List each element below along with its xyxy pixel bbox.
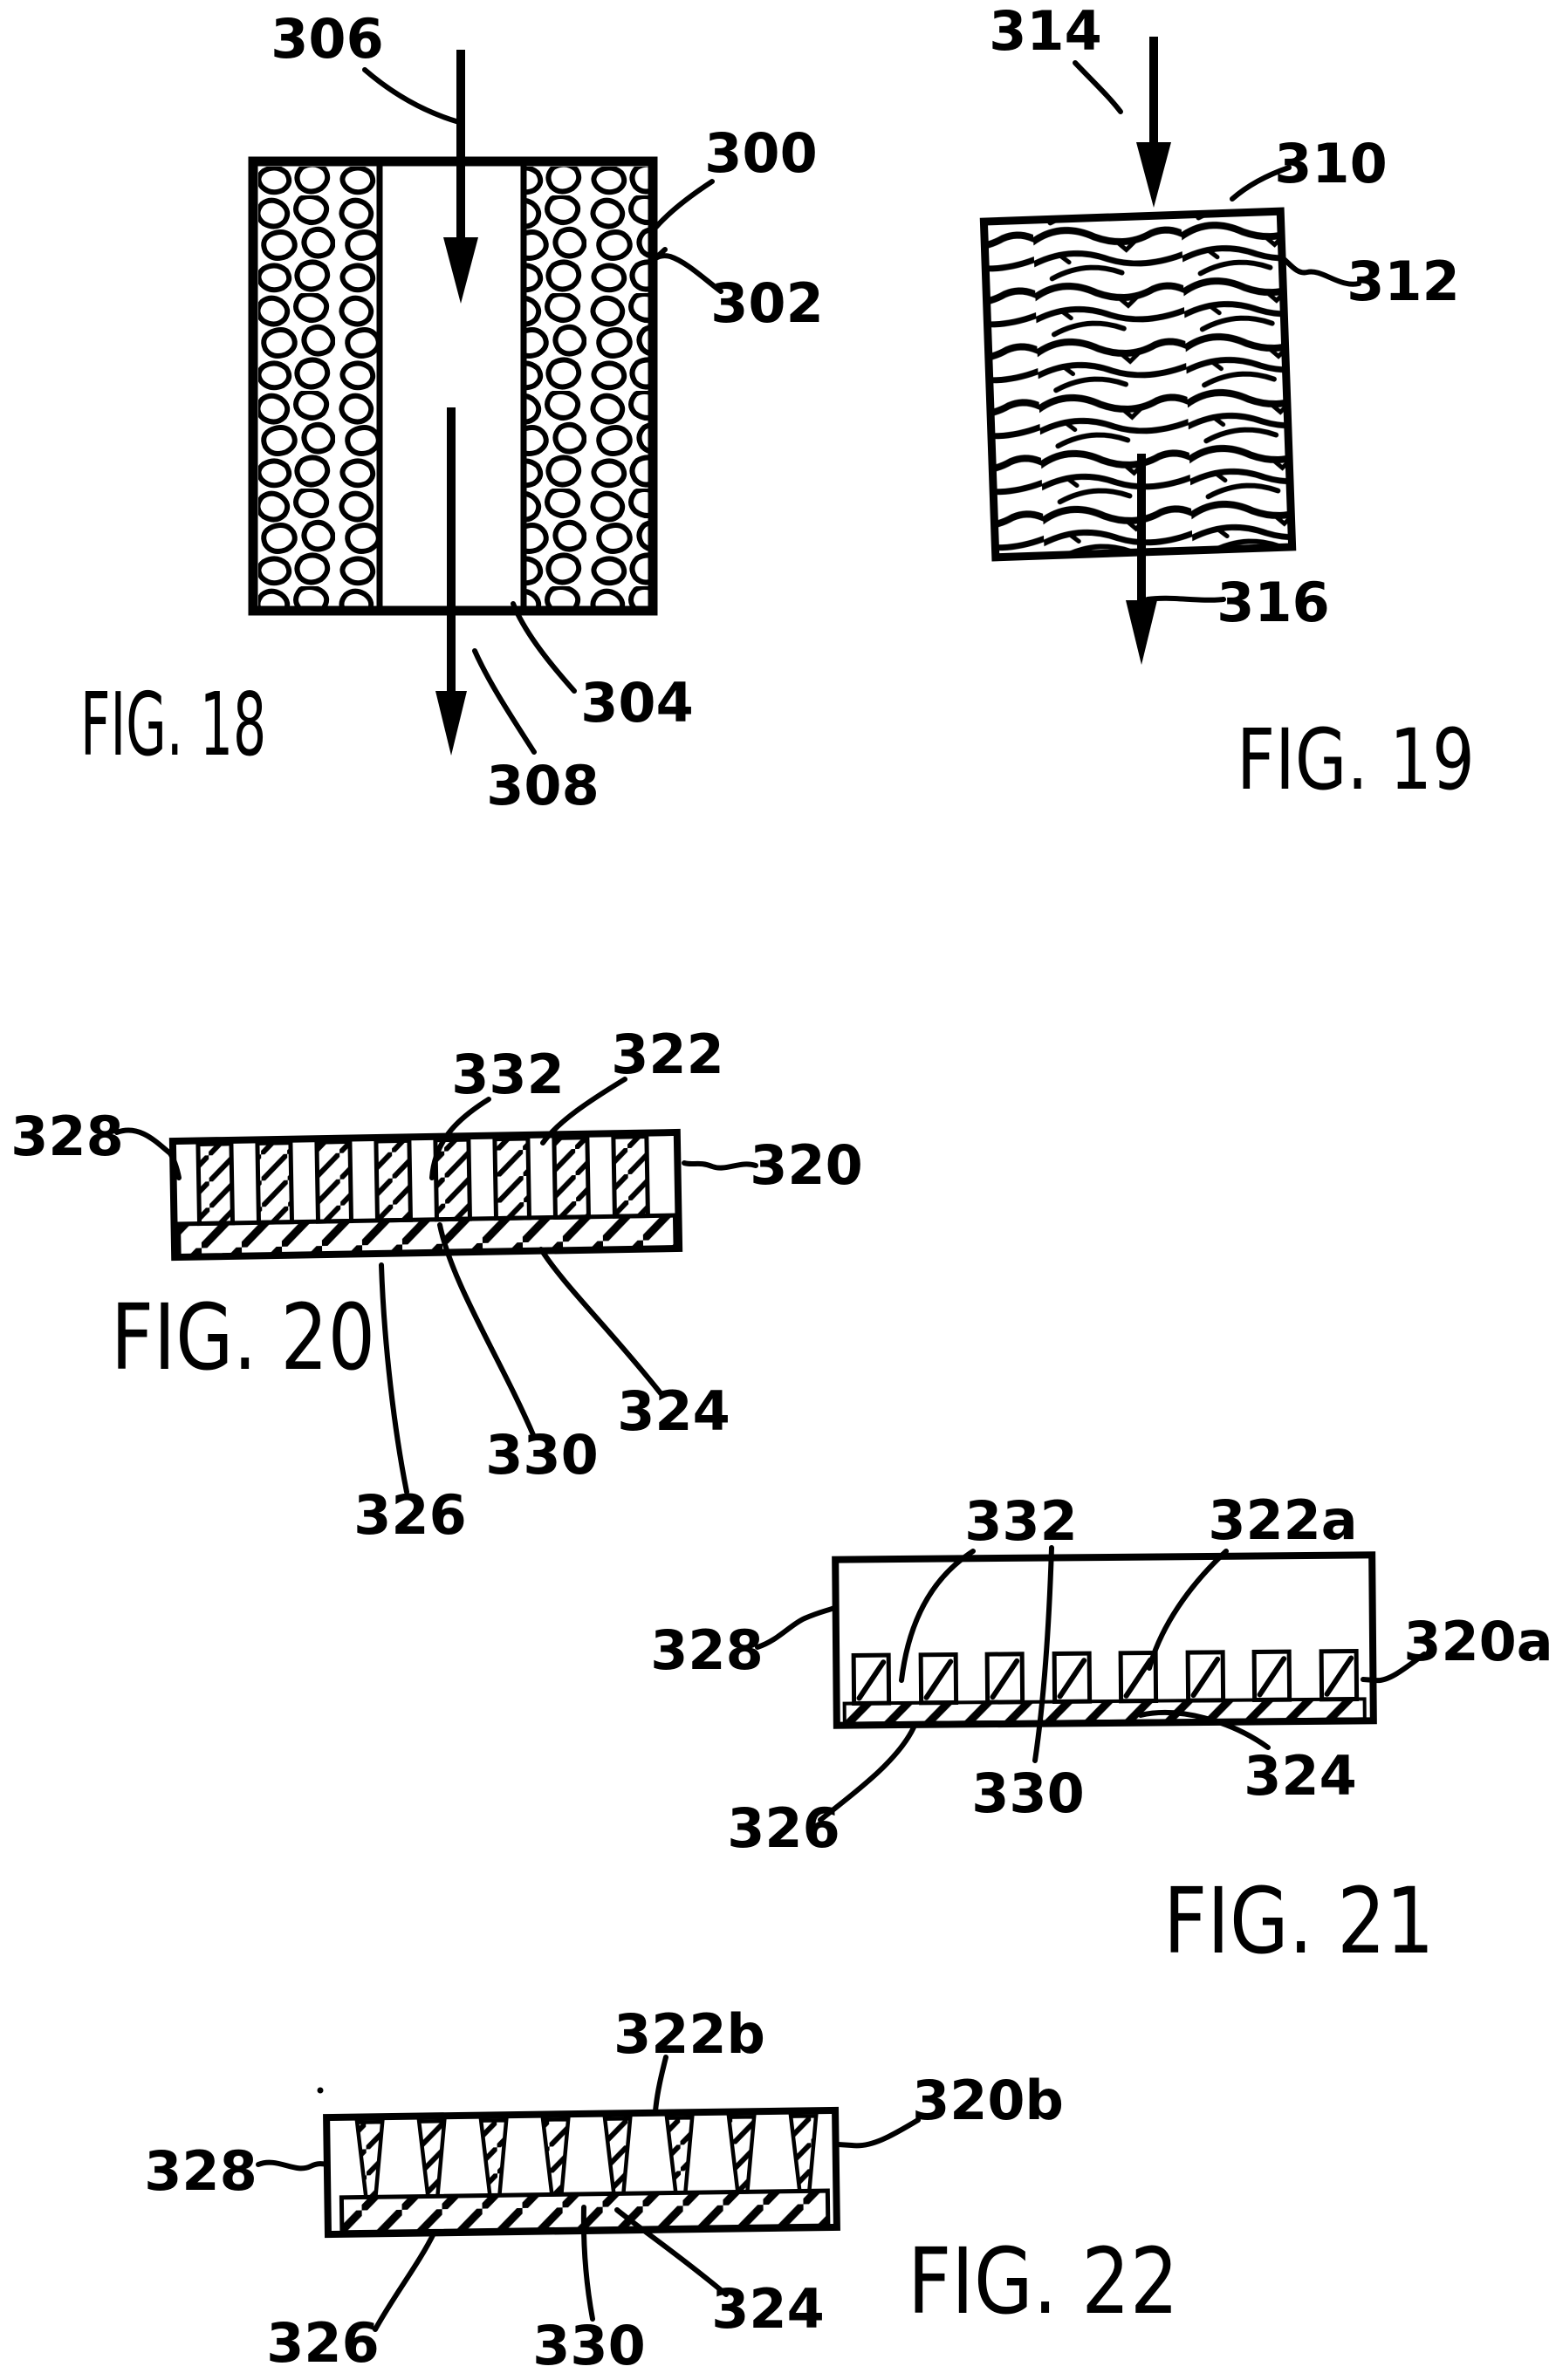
fig21-ref-324: 324 bbox=[1244, 1744, 1357, 1808]
fig20-pillar bbox=[314, 1139, 354, 1224]
fig18-porous-column-right bbox=[524, 167, 648, 606]
fig22-group bbox=[323, 2106, 840, 2239]
fig18-outlet-arrow bbox=[435, 407, 467, 756]
fig21-tooth-hatch bbox=[1257, 1656, 1287, 1698]
fig18-inlet-arrow bbox=[443, 50, 478, 304]
fig22-leader-326 bbox=[373, 2229, 437, 2332]
fig18-ref-308: 308 bbox=[486, 754, 600, 817]
fig22-ref-330: 330 bbox=[532, 2314, 646, 2377]
fig21-tooth-hatch bbox=[1123, 1657, 1154, 1699]
fig20-leader-332 bbox=[429, 1097, 491, 1180]
fig22-ref-320b: 320b bbox=[912, 2069, 1064, 2132]
fig21-leader-332 bbox=[899, 1549, 976, 1683]
fig21-ref-322a: 322a bbox=[1208, 1488, 1358, 1552]
fig19-ref-316: 316 bbox=[1217, 571, 1330, 634]
fig20-ref-330: 330 bbox=[485, 1423, 599, 1487]
fig20-base-plate bbox=[175, 1213, 678, 1259]
fig19-group bbox=[979, 37, 1361, 665]
fig21-leader-326 bbox=[818, 1725, 916, 1823]
fig20-pillar bbox=[492, 1136, 532, 1221]
fig21-leader-328 bbox=[755, 1605, 837, 1650]
fig20-leader-322 bbox=[540, 1077, 627, 1146]
fig22-caption: FIG. 22 bbox=[908, 2228, 1179, 2335]
fig22-leader-320b bbox=[835, 2117, 921, 2149]
fig20-ref-320: 320 bbox=[750, 1133, 863, 1197]
fig21-ref-328: 328 bbox=[650, 1618, 764, 1682]
fig20-ref-328: 328 bbox=[10, 1105, 124, 1168]
fig19-leader-316 bbox=[1145, 595, 1226, 603]
fig18-ref-306: 306 bbox=[271, 7, 384, 71]
stray-dot bbox=[317, 2087, 324, 2094]
fig20-caption: FIG. 20 bbox=[111, 1284, 376, 1391]
fig19-ref-312: 312 bbox=[1347, 250, 1460, 313]
fig21-caption: FIG. 21 bbox=[1163, 1868, 1435, 1974]
fig21-tooth-hatch bbox=[1190, 1656, 1221, 1699]
fig22-leader-328 bbox=[256, 2159, 330, 2171]
fig22-leader-330 bbox=[580, 2205, 595, 2322]
fig18-leader-302 bbox=[652, 247, 723, 294]
fig19-inlet-arrow bbox=[1136, 37, 1171, 208]
fig18-group bbox=[248, 50, 723, 756]
fig22-ref-324: 324 bbox=[711, 2277, 825, 2341]
fig18-leader-304 bbox=[511, 601, 577, 694]
fig18-ref-302: 302 bbox=[710, 271, 824, 335]
fig19-leader-310 bbox=[1230, 165, 1292, 202]
fig22-leader-322b bbox=[653, 2055, 668, 2114]
fig20-leader-320 bbox=[682, 1160, 758, 1171]
fig20-pillar bbox=[374, 1138, 414, 1223]
fig21-base-plate bbox=[842, 1697, 1367, 1726]
fig20-leader-326 bbox=[379, 1262, 409, 1494]
fig19-leader-312 bbox=[1280, 256, 1361, 287]
fig20-pillar bbox=[255, 1140, 295, 1225]
fig18-leader-300 bbox=[654, 179, 715, 229]
fig18-leader-308 bbox=[472, 648, 537, 755]
fig18-caption: FIG. 18 bbox=[80, 674, 267, 776]
fig20-pillar bbox=[611, 1134, 650, 1219]
fig20-pillar bbox=[552, 1135, 592, 1220]
fig19-ref-310: 310 bbox=[1274, 132, 1388, 195]
fig21-tooth-hatch bbox=[923, 1658, 954, 1700]
fig18-ref-304: 304 bbox=[580, 671, 694, 735]
fig21-leader-330 bbox=[1032, 1545, 1054, 1763]
fig21-ref-332: 332 bbox=[964, 1489, 1078, 1553]
fig20-ref-324: 324 bbox=[617, 1379, 730, 1443]
fig21-leader-320a bbox=[1361, 1652, 1427, 1684]
fig21-ref-330: 330 bbox=[971, 1761, 1085, 1825]
fig22-ref-326: 326 bbox=[266, 2311, 380, 2375]
fig21-leader-322a bbox=[1147, 1549, 1229, 1671]
fig20-leader-328 bbox=[114, 1127, 182, 1180]
fig21-ref-326: 326 bbox=[727, 1796, 840, 1860]
fig20-ref-322: 322 bbox=[611, 1022, 724, 1086]
fig19-ref-314: 314 bbox=[989, 0, 1102, 63]
fig21-tooth-hatch bbox=[1057, 1658, 1087, 1700]
fig20-pillar bbox=[195, 1141, 236, 1227]
fig21-tooth-hatch bbox=[1324, 1655, 1354, 1697]
fig21-tooth-hatch bbox=[856, 1659, 887, 1701]
fig22-ref-328: 328 bbox=[144, 2139, 257, 2203]
fig18-porous-column-left bbox=[258, 167, 380, 606]
fig20-group bbox=[168, 1128, 683, 1262]
fig20-leader-324 bbox=[538, 1247, 663, 1396]
fig19-outlet-arrow bbox=[1126, 454, 1157, 665]
fig21-ref-320a: 320a bbox=[1403, 1610, 1553, 1673]
fig22-leader-324 bbox=[614, 2207, 729, 2297]
fig18-ref-300: 300 bbox=[704, 121, 818, 185]
fig20-ref-326: 326 bbox=[353, 1483, 467, 1547]
fig19-leader-314 bbox=[1073, 60, 1123, 114]
fig18-leader-306 bbox=[362, 67, 462, 125]
fig20-leader-330 bbox=[437, 1222, 537, 1440]
fig21-leader-324 bbox=[1138, 1710, 1271, 1750]
fig19-caption: FIG. 19 bbox=[1237, 711, 1475, 809]
fig21-tooth-hatch bbox=[990, 1658, 1020, 1700]
fig20-ref-332: 332 bbox=[451, 1043, 565, 1106]
fig21-group bbox=[832, 1551, 1377, 1729]
fig22-ref-322b: 322b bbox=[613, 2002, 765, 2066]
